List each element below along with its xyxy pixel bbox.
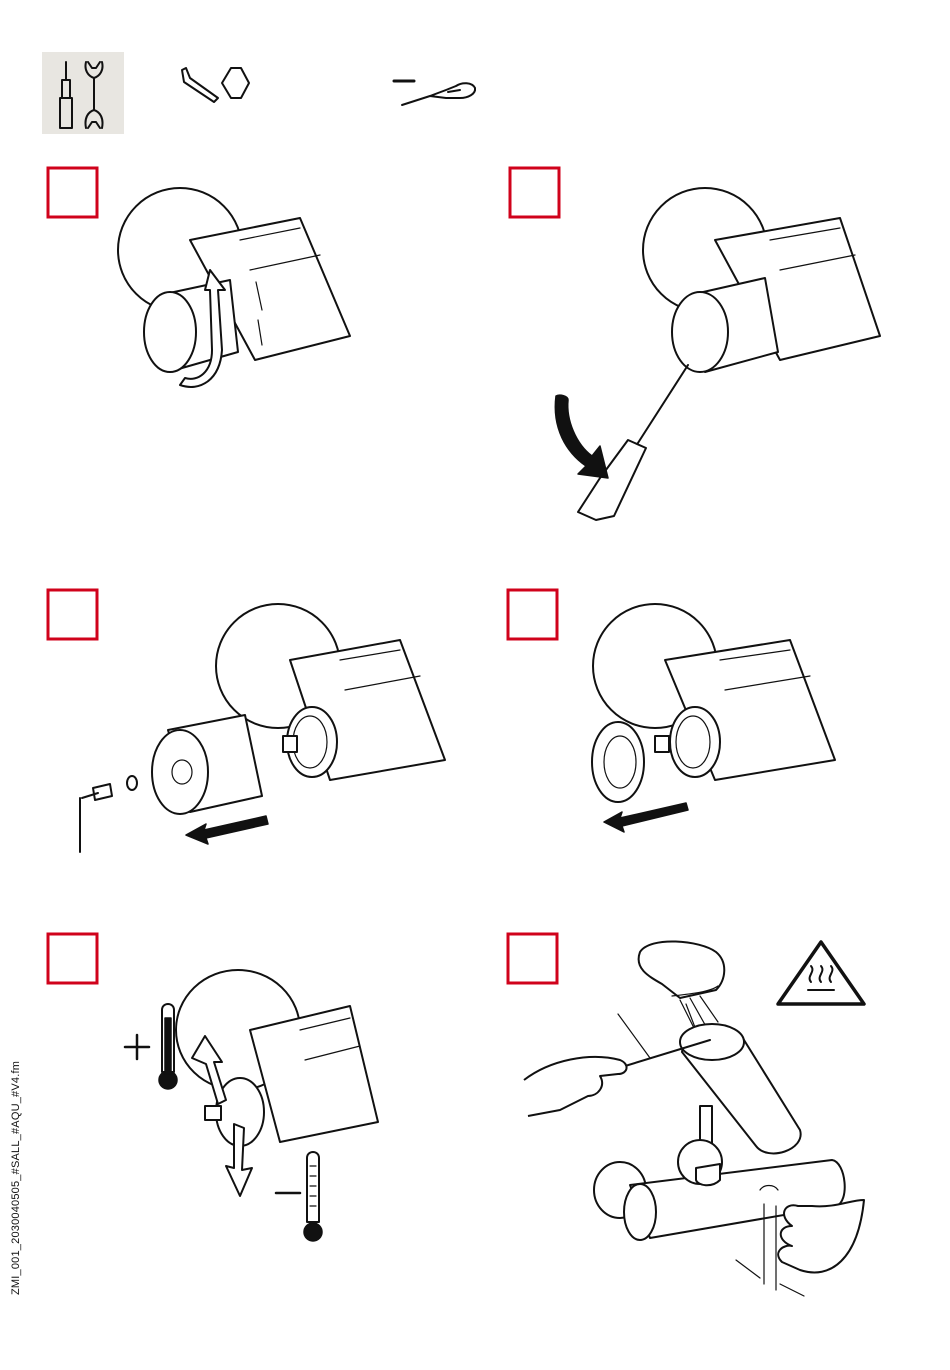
step-3-box xyxy=(48,590,97,639)
step-2-illustration xyxy=(555,188,880,520)
hex-key-icon xyxy=(182,68,249,102)
step-5-box xyxy=(48,934,97,983)
tools-icon xyxy=(42,52,124,134)
step-2-box xyxy=(510,168,559,217)
step-6-illustration xyxy=(524,941,864,1296)
step-5-illustration xyxy=(125,970,378,1241)
step-6-box xyxy=(508,934,557,983)
step-1-box xyxy=(48,168,97,217)
hot-surface-warning-icon xyxy=(778,942,864,1004)
step-4-illustration xyxy=(592,604,835,832)
step-4-box xyxy=(508,590,557,639)
flat-screwdriver-icon xyxy=(394,81,475,105)
step-1-illustration xyxy=(118,188,350,387)
step-3-illustration xyxy=(80,604,445,852)
